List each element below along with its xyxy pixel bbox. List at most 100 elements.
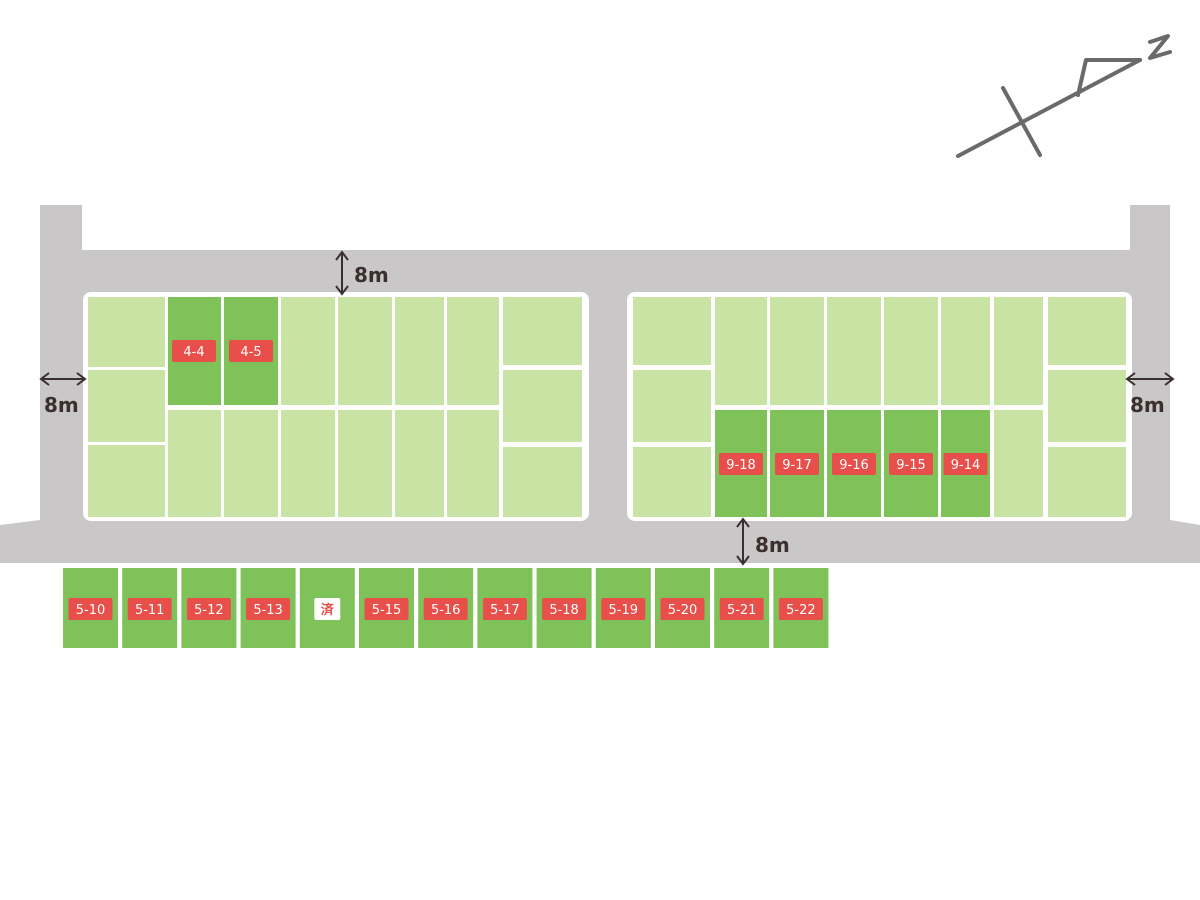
lot-block9-west-1[interactable] <box>633 297 711 365</box>
lot-block4-north-5[interactable] <box>395 297 444 405</box>
lot-block9-west-2[interactable] <box>633 370 711 442</box>
lot-label-9-18-bg <box>719 453 763 475</box>
lot-block4-south-3[interactable] <box>281 410 335 517</box>
lot-label-block5-9: 5-18 <box>542 598 587 620</box>
lot-block9-north-6[interactable] <box>994 297 1043 405</box>
lot-labels: 4-4 4-5 9-18 9-17 9-16 9-15 9-14 5-10 5-11 5-12 5-… <box>68 340 988 620</box>
dimension-left-label: 8m <box>44 393 79 417</box>
lot-block4-west-3[interactable] <box>88 445 165 517</box>
lot-block4-east-2[interactable] <box>503 370 582 442</box>
lot-block9-east-1[interactable] <box>1048 297 1126 365</box>
lot-block4-south-2[interactable] <box>224 410 278 517</box>
lot-block9-north-4[interactable] <box>884 297 938 405</box>
lot-label-block5-1: 5-10 <box>68 598 113 620</box>
lot-label-4-4: 4-4 <box>172 340 216 362</box>
lot-label-block5-1-bg <box>68 598 113 620</box>
lot-label-block5-7: 5-16 <box>423 598 468 620</box>
lot-label-block5-9-bg <box>542 598 587 620</box>
lot-label-block5-12-bg <box>719 598 764 620</box>
north-arrow-icon <box>956 34 1172 158</box>
lot-block9-east-2[interactable] <box>1048 370 1126 442</box>
lot-block9-north-3[interactable] <box>827 297 881 405</box>
lot-label-block5-10-bg <box>601 598 646 620</box>
lot-block9-west-3[interactable] <box>633 447 711 517</box>
lot-label-block5-8: 5-17 <box>482 598 527 620</box>
lot-label-block5-11-text: 5-20 <box>668 603 698 618</box>
lot-label-block5-5: 済 <box>314 598 341 620</box>
lot-label-block5-8-bg <box>482 598 527 620</box>
lot-label-9-18: 9-18 <box>719 453 763 475</box>
lot-label-9-17-text: 9-17 <box>782 458 812 473</box>
lot-label-block5-2-text: 5-11 <box>135 603 165 618</box>
dimension-bottom-label: 8m <box>755 533 790 557</box>
lot-label-block5-3-bg <box>186 598 231 620</box>
dimension-right <box>1125 372 1175 386</box>
lot-label-9-17-bg <box>775 453 819 475</box>
lot-label-4-4-bg <box>172 340 216 362</box>
lot-label-9-16-bg <box>832 453 876 475</box>
lot-label-9-16: 9-16 <box>832 453 876 475</box>
lot-block4-north-3[interactable] <box>281 297 335 405</box>
dimension-left <box>39 372 87 386</box>
lot-label-9-14: 9-14 <box>943 453 988 475</box>
lot-label-9-17: 9-17 <box>775 453 819 475</box>
lot-label-block5-12-text: 5-21 <box>727 603 757 618</box>
lot-block9-east-3[interactable] <box>1048 447 1126 517</box>
block-4-lots <box>88 297 582 517</box>
lot-label-block5-11-bg <box>660 598 705 620</box>
lot-label-block5-13: 5-22 <box>778 598 823 620</box>
lot-label-block5-9-text: 5-18 <box>549 603 579 618</box>
lot-block4-north-4[interactable] <box>338 297 392 405</box>
lot-label-block5-6-bg <box>364 598 409 620</box>
lot-label-block5-11: 5-20 <box>660 598 705 620</box>
lot-label-block5-3-text: 5-12 <box>194 603 224 618</box>
lot-label-4-5: 4-5 <box>229 340 273 362</box>
lot-label-4-5-bg <box>229 340 273 362</box>
lot-block4-west-2[interactable] <box>88 370 165 442</box>
lot-label-9-15-text: 9-15 <box>896 458 926 473</box>
lot-block4-south-6[interactable] <box>447 410 499 517</box>
lot-label-block5-4: 5-13 <box>246 598 291 620</box>
lot-label-block5-13-bg <box>778 598 823 620</box>
lot-label-9-14-bg <box>943 453 988 475</box>
lot-label-9-15: 9-15 <box>889 453 933 475</box>
lot-label-block5-10: 5-19 <box>601 598 646 620</box>
lot-label-block5-1-text: 5-10 <box>76 603 106 618</box>
lot-label-9-14-text: 9-14 <box>951 458 981 473</box>
dimension-bottom <box>736 517 750 566</box>
lot-block4-south-4[interactable] <box>338 410 392 517</box>
lot-block9-south-6[interactable] <box>994 410 1043 517</box>
lot-label-block5-5-bg <box>314 598 341 620</box>
lot-label-9-15-bg <box>889 453 933 475</box>
lot-label-block5-12: 5-21 <box>719 598 764 620</box>
lot-label-4-5-text: 4-5 <box>240 345 261 360</box>
lot-block9-north-2[interactable] <box>770 297 824 405</box>
lot-label-block5-3: 5-12 <box>186 598 231 620</box>
lot-block9-north-1[interactable] <box>715 297 767 405</box>
lot-label-block5-6: 5-15 <box>364 598 409 620</box>
lot-label-block5-13-text: 5-22 <box>786 603 816 618</box>
dimension-top <box>335 250 349 296</box>
lot-label-block5-7-text: 5-16 <box>431 603 461 618</box>
lot-block4-east-3[interactable] <box>503 447 582 517</box>
lot-label-block5-10-text: 5-19 <box>609 603 639 618</box>
lot-label-4-4-text: 4-4 <box>183 345 204 360</box>
lot-label-block5-4-text: 5-13 <box>253 603 283 618</box>
lot-block4-south-5[interactable] <box>395 410 444 517</box>
lot-block4-north-6[interactable] <box>447 297 499 405</box>
lot-block4-west-1[interactable] <box>88 297 165 367</box>
dimension-right-label: 8m <box>1130 393 1165 417</box>
lot-label-9-16-text: 9-16 <box>839 458 869 473</box>
lot-label-block5-7-bg <box>423 598 468 620</box>
lot-label-block5-6-text: 5-15 <box>372 603 402 618</box>
lot-label-block5-5-text: 済 <box>321 602 335 618</box>
dimension-top-label: 8m <box>354 263 389 287</box>
lot-block9-north-5[interactable] <box>941 297 990 405</box>
lot-block4-south-1[interactable] <box>168 410 221 517</box>
lot-label-9-18-text: 9-18 <box>726 458 756 473</box>
lot-label-block5-2-bg <box>127 598 172 620</box>
lot-block4-east-1[interactable] <box>503 297 582 365</box>
lot-label-block5-4-bg <box>246 598 291 620</box>
lot-label-block5-8-text: 5-17 <box>490 603 520 618</box>
